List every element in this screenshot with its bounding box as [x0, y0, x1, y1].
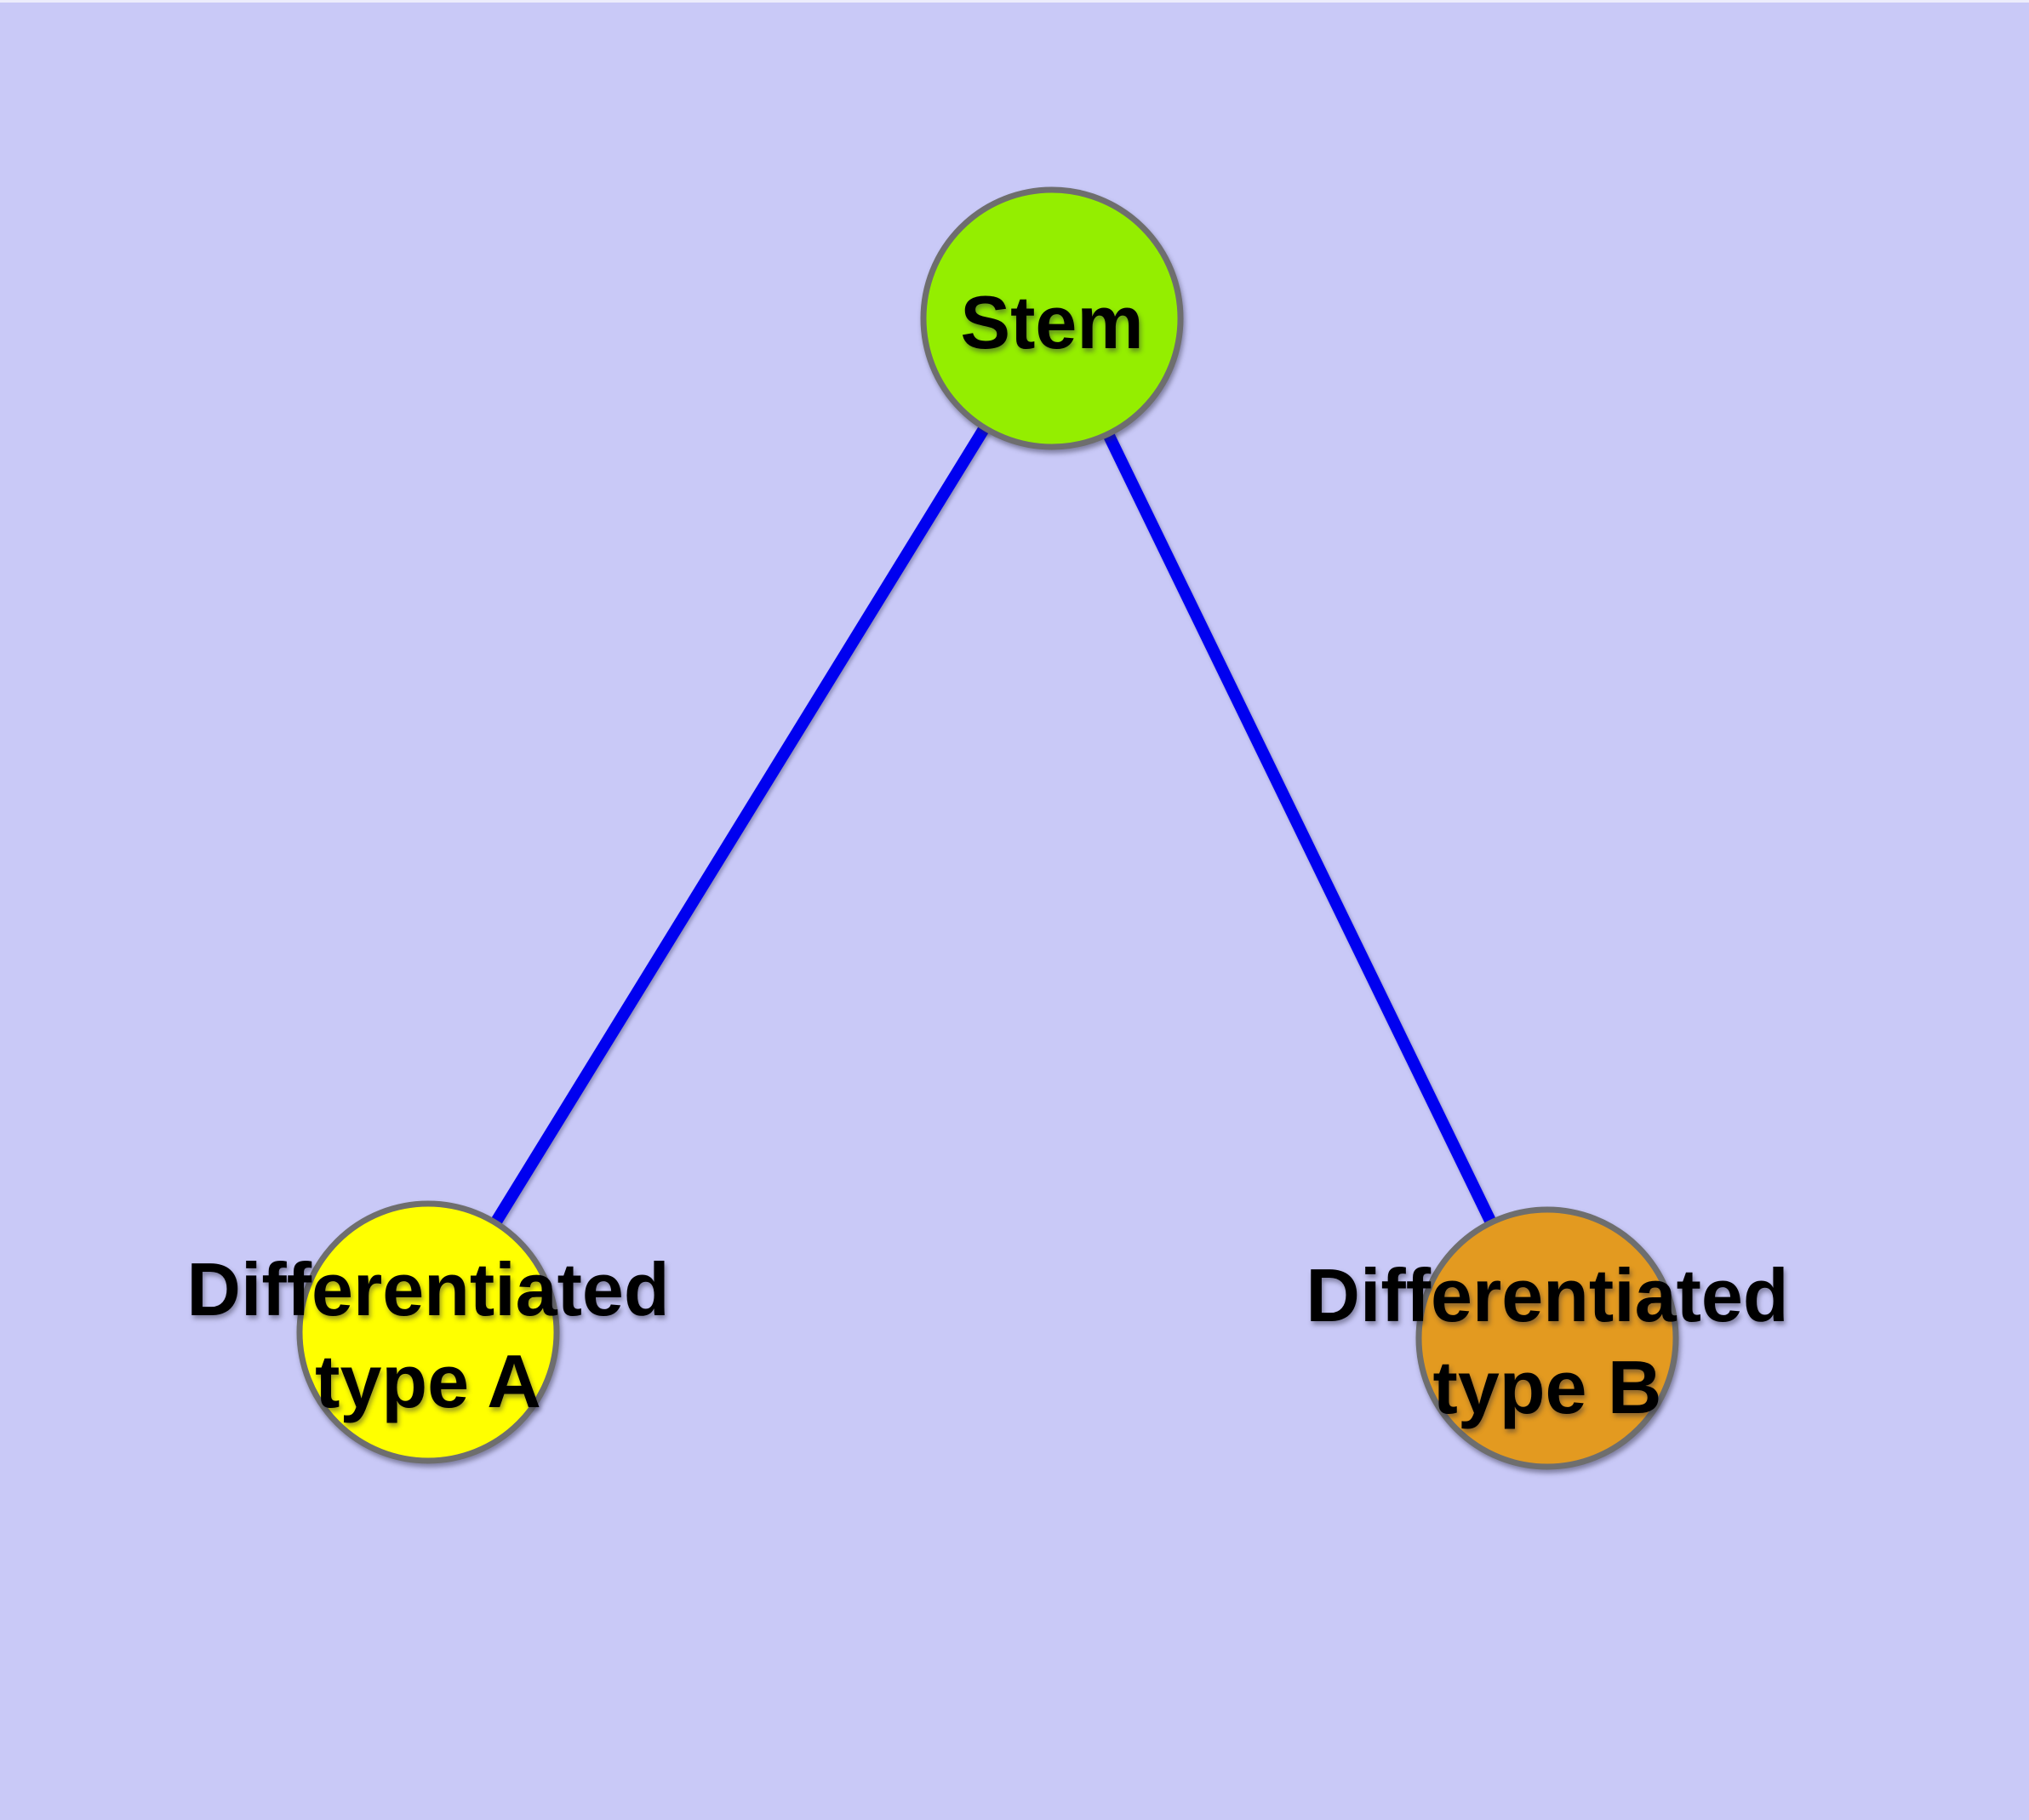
node-differentiated-type-b — [1415, 1206, 1679, 1470]
edges-group — [423, 315, 1553, 1342]
node-type-a-label-line-1: Differentiated — [186, 1247, 669, 1331]
node-type-a-label-line-2: type A — [315, 1339, 541, 1423]
edge-stem-to-type-a — [423, 315, 1057, 1336]
node-type-b-label: Differentiated type B — [1306, 1253, 1788, 1429]
nodes-group — [296, 186, 1679, 1470]
node-type-b-label-line-1: Differentiated — [1306, 1253, 1788, 1337]
labels-group: Stem Differentiated type A Differentiate… — [186, 280, 1788, 1429]
node-stem — [920, 186, 1184, 450]
window-top-edge — [0, 0, 2029, 3]
node-type-a-label: Differentiated type A — [186, 1247, 669, 1423]
node-stem-label: Stem — [960, 280, 1143, 364]
edge-stem-to-type-b — [1046, 315, 1553, 1342]
node-type-b-label-line-2: type B — [1433, 1345, 1662, 1429]
node-differentiated-type-a — [296, 1200, 560, 1464]
